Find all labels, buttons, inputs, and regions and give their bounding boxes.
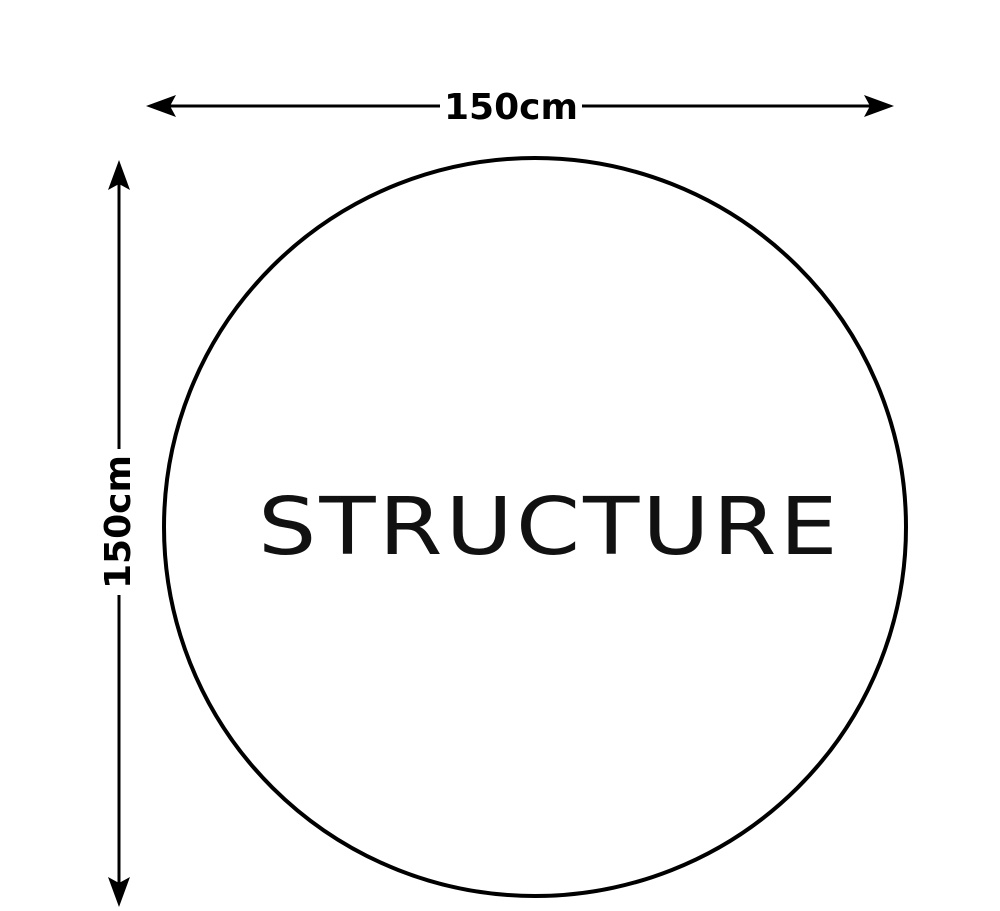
circle-outline	[162, 156, 908, 898]
arrow-down-icon	[108, 877, 130, 907]
center-text: STRUCTURE	[258, 481, 841, 574]
arrow-right-icon	[864, 95, 894, 117]
arrow-up-icon	[108, 160, 130, 190]
height-dimension-label: 150cm	[98, 449, 139, 595]
arrow-left-icon	[146, 95, 176, 117]
width-dimension-label: 150cm	[440, 90, 582, 126]
